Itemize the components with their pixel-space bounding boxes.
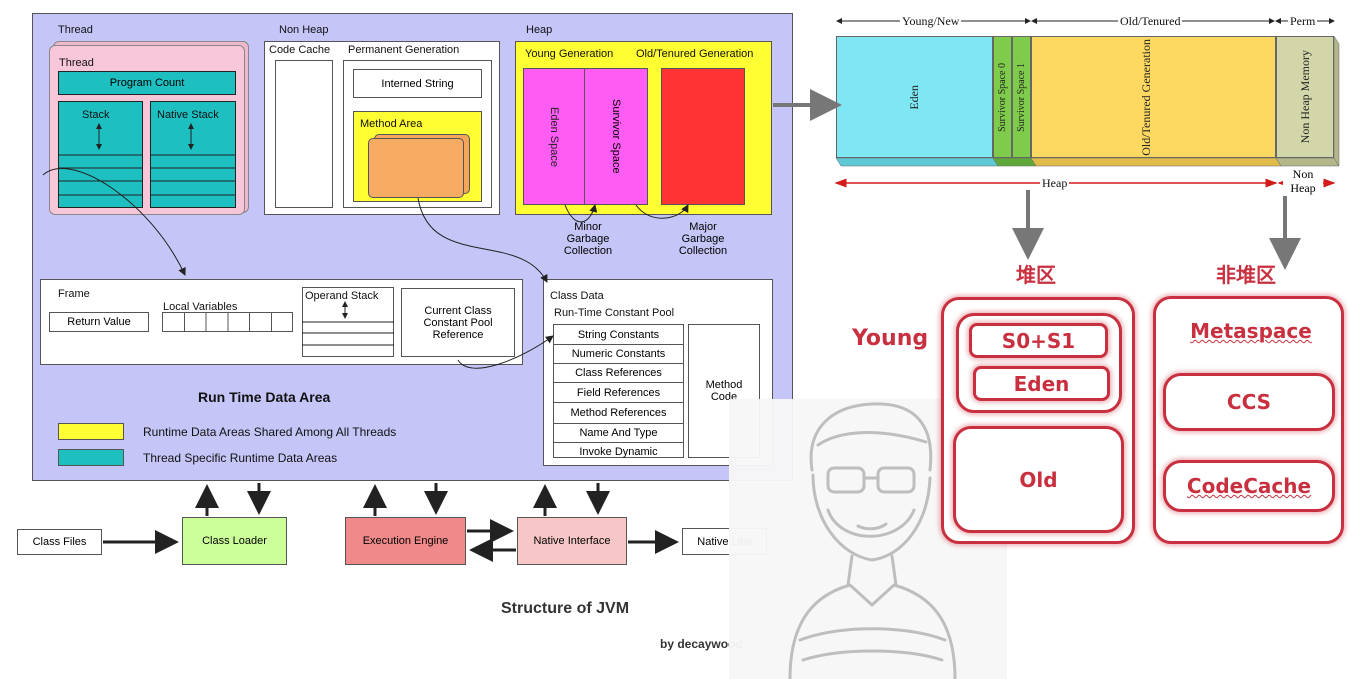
return-value-label: Return Value — [67, 316, 131, 328]
non-heap-label: Non Heap — [279, 24, 329, 36]
eden-box: Eden — [973, 366, 1110, 401]
constant-pool-item: String Constants — [554, 325, 683, 345]
legend-shared-label: Runtime Data Areas Shared Among All Thre… — [143, 425, 397, 439]
class-files-box: Class Files — [17, 529, 102, 555]
method-area-label: Method Area — [360, 118, 423, 130]
operand-stack-label: Operand Stack — [305, 290, 379, 302]
constant-pool-item: Method References — [554, 403, 683, 424]
local-variables-slots — [162, 312, 293, 332]
legend-thread-swatch — [58, 449, 124, 466]
native-interface-label: Native Interface — [533, 535, 611, 547]
diagram-author: by decaywood — [660, 637, 743, 651]
metaspace-box: Metaspace — [1166, 313, 1336, 349]
local-variables-label: Local Variables — [163, 301, 238, 313]
ccs-label: CCS — [1226, 390, 1272, 414]
code-cache-box — [275, 60, 333, 208]
old-label: Old — [1019, 467, 1058, 492]
class-files-label: Class Files — [32, 536, 87, 548]
heap-bar-label: Heap — [1040, 176, 1070, 191]
interned-string-label: Interned String — [381, 77, 454, 90]
interned-string-box: Interned String — [353, 69, 482, 98]
old-tenured-label: Old/Tenured — [1118, 14, 1183, 29]
young-label: Young — [852, 326, 929, 351]
legend-shared-swatch — [58, 423, 124, 440]
legend-thread-label: Thread Specific Runtime Data Areas — [143, 451, 338, 465]
thread-outer-label: Thread — [58, 24, 93, 36]
native-stack-label: Native Stack — [157, 109, 219, 121]
constant-pool-item: Field References — [554, 383, 683, 403]
eden-space-label: Eden Space — [548, 106, 560, 167]
current-class-ref-label: Current Class Constant Pool Reference — [423, 304, 493, 341]
s0s1-label: S0+S1 — [1001, 328, 1076, 353]
non-heap-memory-segment: Non Heap Memory — [1276, 36, 1334, 158]
class-data-label: Class Data — [550, 290, 604, 302]
old-generation-box — [661, 68, 745, 205]
non-heap-memory-label: Non Heap Memory — [1297, 50, 1312, 144]
constant-pool-list: String Constants Numeric Constants Class… — [553, 324, 684, 458]
major-gc-label: Major Garbage Collection — [678, 221, 728, 257]
permanent-generation-box — [343, 60, 492, 208]
frame-label: Frame — [58, 288, 90, 300]
run-time-data-area-title: Run Time Data Area — [198, 389, 331, 405]
eden-label: Eden — [1013, 371, 1070, 396]
survivor1-segment: Survivor Space 1 — [1012, 36, 1031, 158]
survivor0-label: Survivor Space 0 — [997, 62, 1008, 132]
method-area-block — [368, 138, 464, 198]
runtime-constant-pool-label: Run-Time Constant Pool — [554, 307, 675, 319]
execution-engine-label: Execution Engine — [362, 535, 449, 547]
non-heap-bar-label: Non Heap — [1283, 167, 1323, 195]
eden-segment-label: Eden — [907, 84, 921, 110]
old-box: Old — [953, 426, 1124, 533]
old-gen-segment: Old/Tenured Generation — [1031, 36, 1276, 158]
current-class-ref-box: Current Class Constant Pool Reference — [401, 288, 515, 357]
young-new-label: Young/New — [900, 14, 962, 29]
code-cache-label: Code Cache — [269, 44, 331, 56]
survivor-space-box: Survivor Space — [584, 68, 648, 205]
constant-pool-item: Class References — [554, 364, 683, 383]
thread-inner-label: Thread — [59, 57, 94, 69]
young-generation-label: Young Generation — [525, 48, 614, 60]
constant-pool-item: Numeric Constants — [554, 345, 683, 364]
native-interface-box: Native Interface — [517, 517, 627, 565]
survivor-space-label: Survivor Space — [610, 99, 622, 174]
eden-space-box: Eden Space — [523, 68, 585, 205]
eden-segment: Eden — [836, 36, 993, 158]
return-value-box: Return Value — [49, 312, 149, 332]
old-gen-segment-label: Old/Tenured Generation — [1138, 38, 1153, 156]
survivor1-label: Survivor Space 1 — [1016, 62, 1027, 132]
stack-label: Stack — [82, 109, 110, 121]
s0s1-box: S0+S1 — [969, 323, 1108, 358]
constant-pool-item: Name And Type — [554, 424, 683, 443]
execution-engine-box: Execution Engine — [345, 517, 466, 565]
program-count-box: Program Count — [58, 71, 236, 95]
old-tenured-generation-label: Old/Tenured Generation — [636, 48, 754, 60]
minor-gc-label: Minor Garbage Collection — [563, 221, 613, 257]
ccs-box: CCS — [1163, 373, 1335, 431]
heap-cn-label: 堆区 — [1016, 263, 1056, 287]
diagram-title: Structure of JVM — [501, 600, 630, 617]
class-loader-box: Class Loader — [182, 517, 287, 565]
perm-label: Perm — [1288, 14, 1318, 29]
constant-pool-item: Invoke Dynamic — [579, 446, 658, 458]
metaspace-label: Metaspace — [1190, 319, 1312, 343]
heap-label: Heap — [526, 24, 553, 36]
program-count-label: Program Count — [109, 77, 185, 89]
permanent-generation-label: Permanent Generation — [348, 44, 460, 56]
nonheap-cn-label: 非堆区 — [1216, 263, 1276, 287]
codecache-label: CodeCache — [1186, 474, 1312, 498]
codecache-box: CodeCache — [1163, 460, 1335, 512]
survivor0-segment: Survivor Space 0 — [993, 36, 1012, 158]
class-loader-label: Class Loader — [202, 535, 267, 547]
